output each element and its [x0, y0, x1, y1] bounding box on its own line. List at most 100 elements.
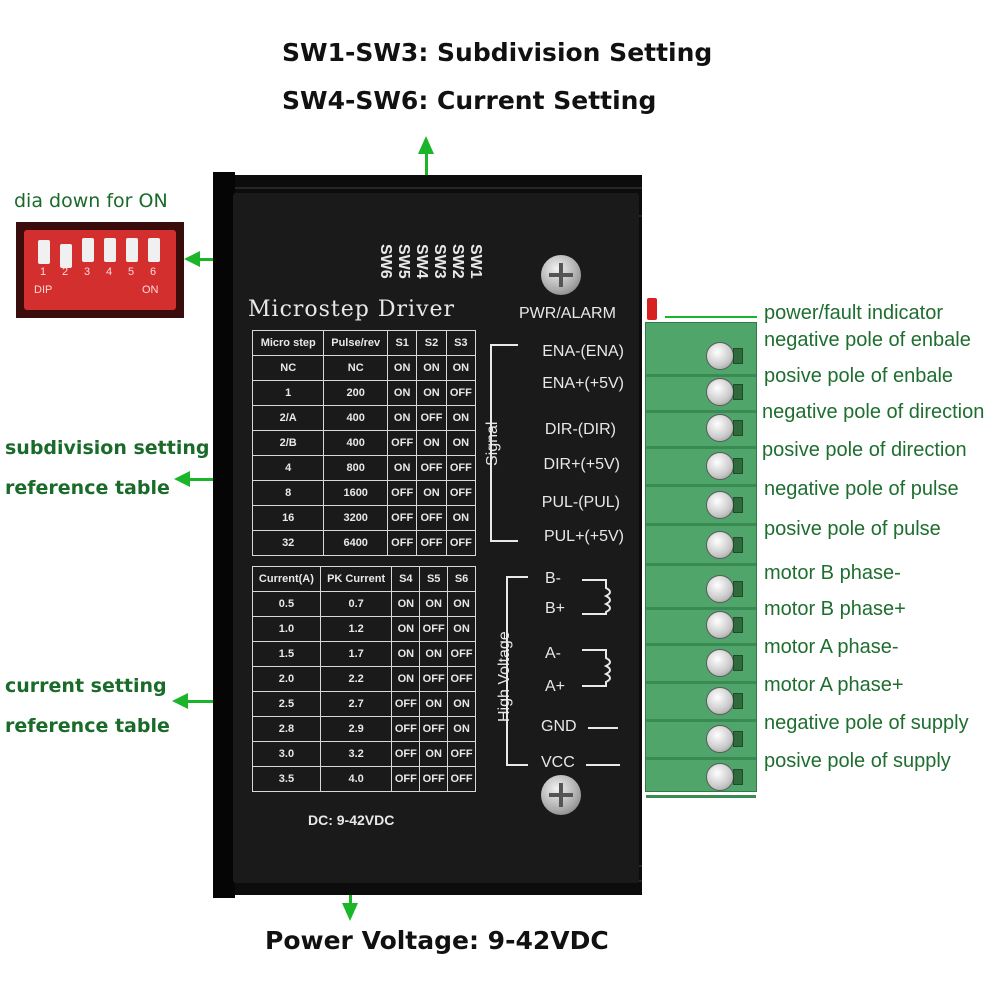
terminal-screw	[706, 575, 734, 603]
terminal-screw	[706, 342, 734, 370]
table-cell: OFF	[445, 380, 477, 406]
table-cell: 0.7	[319, 591, 393, 617]
table-cell: 2/A	[251, 405, 325, 431]
table-header-cell: S2	[416, 330, 447, 356]
table-header-cell: Pulse/rev	[323, 330, 389, 356]
switch-label: SW6	[377, 244, 394, 279]
coil-symbols	[582, 579, 611, 687]
table-cell: ON	[391, 616, 421, 642]
table-cell: OFF	[416, 505, 447, 531]
table-cell: OFF	[391, 691, 421, 717]
table-cell: ON	[419, 691, 449, 717]
power-fault-led	[647, 298, 657, 320]
table-cell: 6400	[323, 530, 389, 556]
pin-dir-minus: DIR-(DIR)	[544, 421, 616, 438]
dip-key-1	[38, 240, 50, 264]
table-cell: ON	[416, 480, 447, 506]
arrow-left-current-head	[172, 693, 188, 709]
arrow-left-current	[186, 700, 230, 703]
table-cell: OFF	[419, 666, 449, 692]
terminal-slot	[733, 537, 743, 553]
table-cell: OFF	[419, 716, 449, 742]
terminal-ridge	[646, 757, 756, 760]
table-cell: 1.0	[252, 616, 321, 642]
table-cell: 1	[251, 380, 325, 406]
dip-caption: dia down for ON	[14, 190, 168, 212]
table-cell: 1600	[323, 480, 389, 506]
terminal-screw	[706, 378, 734, 406]
table-cell: OFF	[445, 455, 477, 481]
terminal-ridge	[646, 563, 756, 566]
terminal-callout: power/fault indicator	[764, 302, 943, 324]
table-cell: 3.5	[252, 766, 321, 792]
table-cell: 2.5	[252, 691, 321, 717]
terminal-slot	[733, 731, 743, 747]
terminal-screw	[706, 491, 734, 519]
dip-number: 3	[84, 266, 91, 278]
dip-on-text: ON	[142, 284, 159, 296]
high-voltage-label: High Voltage	[496, 631, 513, 722]
current-callout-line1: current setting	[5, 675, 167, 697]
table-cell: ON	[391, 666, 421, 692]
indicator-arrow	[665, 316, 757, 318]
table-cell: OFF	[416, 455, 447, 481]
table-cell: OFF	[447, 641, 476, 667]
terminal-screw	[706, 611, 734, 639]
pin-b-plus: B+	[545, 600, 566, 617]
table-cell: OFF	[416, 530, 447, 556]
terminal-ridge	[646, 795, 756, 798]
table-header-cell: Micro step	[251, 330, 325, 356]
terminal-block	[645, 322, 757, 798]
terminal-slot	[733, 617, 743, 633]
table-cell: ON	[391, 641, 421, 667]
arrow-left-subdivision	[188, 478, 230, 481]
table-cell: OFF	[447, 766, 476, 792]
arrow-left-subdivision-head	[174, 471, 190, 487]
hv-bracket	[506, 576, 508, 766]
table-cell: 1.5	[252, 641, 321, 667]
table-cell: ON	[447, 616, 476, 642]
terminal-slot	[733, 348, 743, 364]
pin-pul-plus: PUL+(+5V)	[543, 528, 624, 545]
table-header-row: Micro step Pulse/rev S1 S2 S3	[251, 330, 477, 356]
dip-key-6	[148, 238, 160, 262]
table-cell: ON	[447, 591, 476, 617]
terminal-ridge	[646, 681, 756, 684]
table-header-cell: S5	[419, 566, 449, 592]
terminal-screw	[706, 763, 734, 791]
subdivision-callout-line2: reference table	[5, 477, 170, 499]
switch-label: SW2	[449, 244, 466, 279]
power-heading: Power Voltage: 9-42VDC	[265, 926, 609, 955]
table-cell: OFF	[447, 666, 476, 692]
table-header-cell: S1	[387, 330, 418, 356]
dip-key-4	[104, 238, 116, 262]
table-header-cell: Current(A)	[252, 566, 321, 592]
table-cell: ON	[445, 405, 477, 431]
terminal-screw	[706, 725, 734, 753]
table-cell: ON	[416, 430, 447, 456]
table-cell: OFF	[416, 405, 447, 431]
signal-bracket-bottom	[490, 540, 518, 542]
terminal-callout: negative pole of supply	[764, 712, 969, 734]
terminal-ridge	[646, 410, 756, 413]
dip-key-2	[60, 244, 72, 268]
pwr-alarm-label: PWR/ALARM	[519, 305, 616, 322]
terminal-slot	[733, 420, 743, 436]
terminal-callout: posive pole of supply	[764, 750, 951, 772]
table-cell: ON	[387, 455, 418, 481]
table-cell: 1.2	[319, 616, 393, 642]
table-cell: ON	[387, 355, 418, 381]
terminal-callout: posive pole of pulse	[764, 518, 941, 540]
terminal-slot	[733, 384, 743, 400]
table-cell: OFF	[391, 741, 421, 767]
table-cell: 3200	[323, 505, 389, 531]
terminal-callout: negative pole of direction	[762, 401, 985, 423]
pin-a-minus: A-	[545, 645, 561, 662]
